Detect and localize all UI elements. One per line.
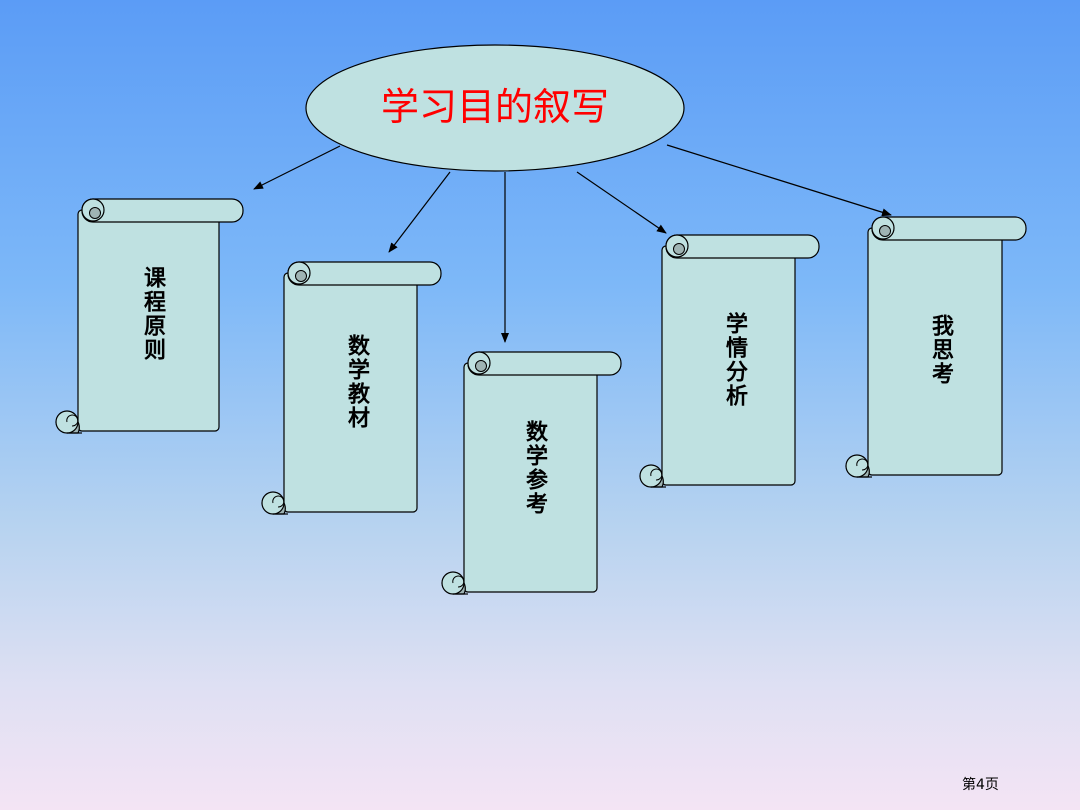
arrow-to-scroll-4 [576, 171, 667, 234]
arrow-to-scroll-5 [666, 144, 892, 217]
scroll-1 [55, 198, 244, 434]
scroll-label-1: 课程原则 [140, 266, 165, 362]
scroll-4 [639, 234, 820, 488]
page-number: 第4页 [962, 777, 999, 793]
title-ellipse [305, 44, 685, 172]
scroll-label-2: 数学教材 [344, 334, 369, 430]
arrow-to-scroll-2 [388, 171, 451, 253]
scroll-label-3: 数学参考 [522, 420, 547, 516]
scroll-label-4: 学情分析 [722, 312, 747, 408]
scroll-5 [845, 216, 1027, 478]
scroll-3 [441, 351, 622, 595]
connector-arrows [253, 144, 892, 343]
diagram-title: 学习目的叙写 [380, 85, 609, 129]
scroll-2 [261, 261, 442, 515]
arrow-to-scroll-1 [253, 145, 341, 190]
scroll-label-5: 我思考 [928, 314, 953, 386]
